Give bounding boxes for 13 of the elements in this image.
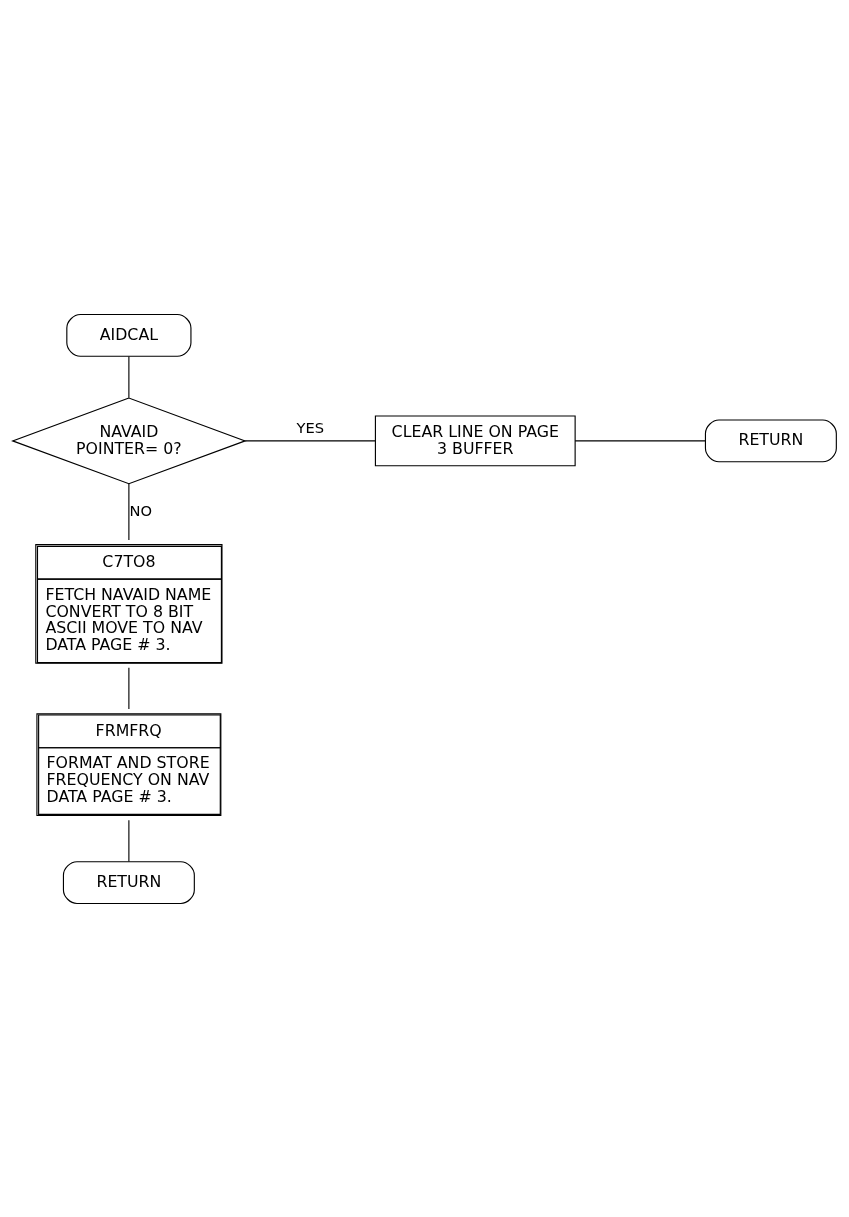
connector [128, 482, 130, 541]
connector [128, 819, 130, 862]
connector [244, 439, 376, 441]
node-box: RETURN [704, 418, 837, 462]
node-box: RETURN [62, 860, 195, 904]
node-box: CLEAR LINE ON PAGE 3 BUFFER [374, 415, 576, 466]
node-box: AIDCAL [66, 313, 192, 357]
edge-label: YES [296, 418, 325, 436]
edge-label: NO [129, 501, 152, 519]
connector [574, 439, 706, 441]
connector [128, 355, 130, 398]
connector [128, 666, 130, 710]
node-diamond: NAVAID POINTER= 0? [11, 396, 247, 484]
